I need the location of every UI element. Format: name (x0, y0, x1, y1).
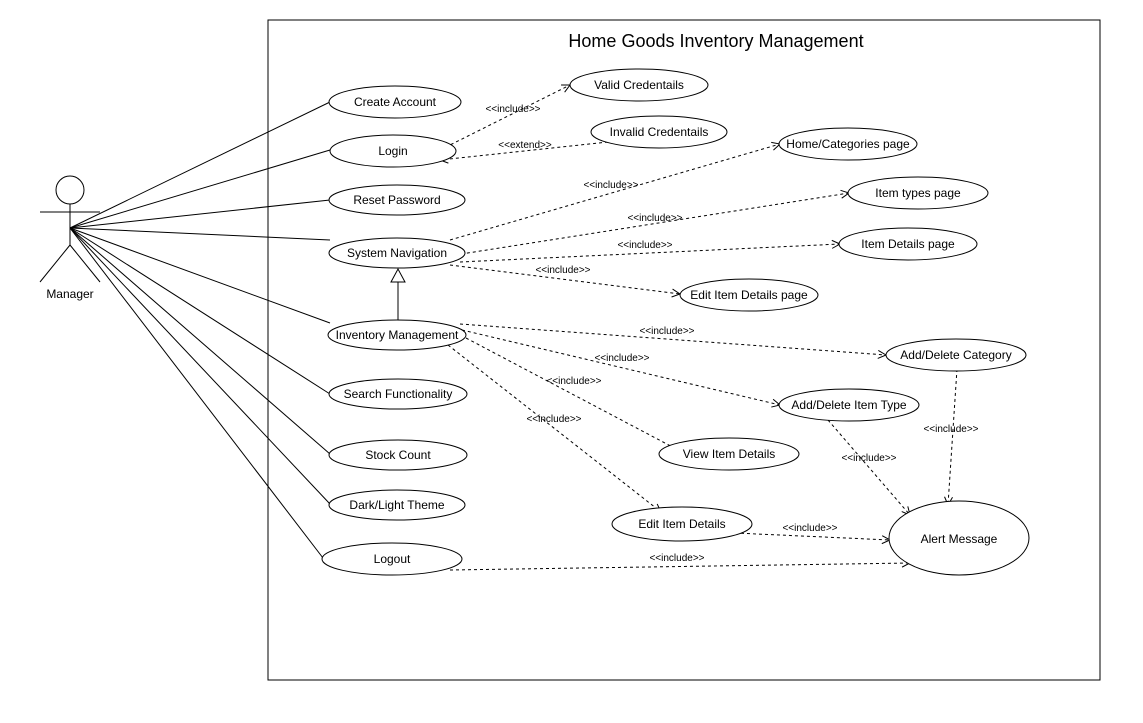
use-case-item-types-page[interactable]: Item types page (847, 176, 989, 210)
include-label: <<include>> (841, 453, 896, 464)
use-case-label: Edit Item Details page (690, 288, 808, 302)
use-case-label: Add/Delete Item Type (791, 398, 907, 412)
include-label: <<include>> (649, 553, 704, 564)
include-label: <<include>> (594, 353, 649, 364)
actor-name: Manager (46, 287, 93, 301)
use-case-system-navigation[interactable]: System Navigation (328, 237, 466, 269)
use-case-label: Edit Item Details (638, 517, 725, 531)
use-case-label: Inventory Management (336, 328, 459, 342)
use-case-stock-count[interactable]: Stock Count (328, 439, 468, 471)
use-case-label: Logout (374, 552, 411, 566)
include-label: <<include>> (485, 104, 540, 115)
include-label: <<include>> (923, 424, 978, 435)
use-case-login[interactable]: Login (329, 134, 457, 168)
use-case-alert-message[interactable]: Alert Message (888, 500, 1030, 576)
use-case-valid-credentials[interactable]: Valid Credentails (569, 68, 709, 102)
use-case-label: Alert Message (921, 532, 998, 546)
include-label: <<include>> (535, 265, 590, 276)
use-case-edit-item-details[interactable]: Edit Item Details (611, 506, 753, 542)
use-case-add-delete-category[interactable]: Add/Delete Category (885, 338, 1027, 372)
use-case-label: Item Details page (861, 237, 955, 251)
dependency-lines (440, 85, 958, 571)
use-case-label: Item types page (875, 186, 961, 200)
manager-actor[interactable] (39, 175, 101, 283)
include-label: <<include>> (639, 326, 694, 337)
use-case-label: System Navigation (347, 246, 447, 260)
use-case-label: View Item Details (683, 447, 775, 461)
use-case-search-functionality[interactable]: Search Functionality (328, 378, 468, 410)
use-case-invalid-credentials[interactable]: Invalid Credentails (590, 115, 728, 149)
use-case-create-account[interactable]: Create Account (328, 85, 462, 119)
generalization-arrow (390, 267, 406, 322)
use-case-add-delete-item-type[interactable]: Add/Delete Item Type (778, 388, 920, 422)
use-case-label: Home/Categories page (786, 137, 910, 151)
use-case-label: Valid Credentails (594, 78, 684, 92)
use-case-home-categories-page[interactable]: Home/Categories page (778, 127, 918, 161)
include-label: <<include>> (782, 523, 837, 534)
use-case-label: Stock Count (365, 448, 431, 462)
system-boundary (267, 19, 1101, 681)
include-label: <<include>> (617, 240, 672, 251)
use-case-label: Dark/Light Theme (349, 498, 444, 512)
use-case-label: Reset Password (353, 193, 440, 207)
use-case-label: Create Account (354, 95, 437, 109)
extend-label: <<extend>> (498, 140, 552, 151)
use-case-logout[interactable]: Logout (321, 542, 463, 576)
stereotype-labels: <<include>> <<extend>> <<include>> <<inc… (485, 104, 978, 564)
use-case-label: Invalid Credentails (610, 125, 709, 139)
use-case-label: Login (378, 144, 407, 158)
actor-associations (69, 101, 331, 559)
use-case-label: Add/Delete Category (900, 348, 1011, 362)
include-label: <<include>> (583, 180, 638, 191)
system-title: Home Goods Inventory Management (568, 31, 863, 51)
include-label: <<include>> (526, 414, 581, 425)
include-label: <<include>> (546, 376, 601, 387)
use-case-reset-password[interactable]: Reset Password (328, 184, 466, 216)
use-case-view-item-details[interactable]: View Item Details (658, 437, 800, 471)
use-case-inventory-management[interactable]: Inventory Management (327, 319, 467, 351)
use-case-dark-light-theme[interactable]: Dark/Light Theme (328, 489, 466, 521)
use-case-edit-item-details-page[interactable]: Edit Item Details page (679, 278, 819, 312)
include-label: <<include>> (627, 213, 682, 224)
use-case-label: Search Functionality (344, 387, 453, 401)
use-case-item-details-page[interactable]: Item Details page (838, 227, 978, 261)
